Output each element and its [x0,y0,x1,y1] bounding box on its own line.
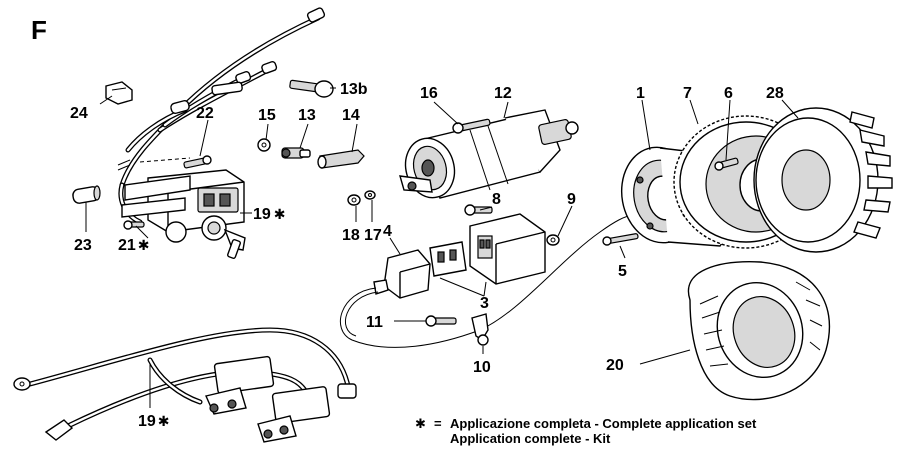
bolt-16 [452,118,491,134]
callout-15: 15 [258,107,276,124]
callout-19-top: 19 [253,206,271,223]
washer-17 [364,190,376,200]
screw-8 [464,204,493,216]
callout-16: 16 [420,85,438,102]
flywheel-28 [753,107,893,253]
connector-4 [373,249,431,299]
washer-9 [546,234,560,246]
callout-20: 20 [606,357,624,374]
callout-14: 14 [342,107,360,124]
callout-22: 22 [196,105,214,122]
callout-28: 28 [766,85,784,102]
svg-text:19✱: 19✱ [253,206,286,223]
callout-3: 3 [480,295,489,312]
screw-13b [289,79,334,98]
callout-1: 1 [636,85,645,102]
kit-marker-21: ✱ [138,237,150,253]
callout-19-bottom: 19 [138,413,156,430]
legend-equals: = [434,416,442,431]
spacer-23 [72,185,101,204]
callout-12: 12 [494,85,512,102]
screw-5 [602,233,639,246]
nut-18 [347,194,361,206]
callout-8: 8 [492,191,501,208]
leader-lines [85,87,799,408]
wiring-harness-top [117,7,326,225]
callout-23: 23 [74,237,92,254]
callout-5: 5 [618,263,627,280]
cable-clip-24 [105,81,133,105]
terminal-13 [281,147,311,159]
legend: ✱ = Applicazione completa - Complete app… [415,416,757,446]
screw-21 [123,220,145,230]
legend-line-1: Applicazione completa - Complete applica… [450,416,757,431]
voltage-regulator-3 [429,213,546,285]
kit-marker-19-top: ✱ [274,206,286,222]
screw-22 [183,155,212,169]
callout-4: 4 [383,223,392,240]
kit-marker-19-bottom: ✱ [158,413,170,429]
callout-13: 13 [298,107,316,124]
legend-line-2: Application complete - Kit [450,431,611,446]
callout-7: 7 [683,85,692,102]
nut-15 [257,138,271,152]
fan-cover-20 [687,261,831,401]
callout-6: 6 [724,85,733,102]
ignition-switch-assembly [121,169,246,259]
callout-11: 11 [366,314,383,331]
screw-11 [425,315,457,327]
legend-marker: ✱ [415,416,426,431]
callout-17: 17 [364,227,382,244]
wiring-harness-19 [13,327,357,443]
screw-6 [714,157,739,171]
callout-13b: 13b [340,81,368,98]
section-letter: F [31,15,47,45]
boot-14 [317,149,365,169]
callout-9: 9 [567,191,576,208]
callout-24: 24 [70,105,88,122]
callout-labels: 24 22 15 13 14 13b 16 12 1 7 6 28 8 9 4 … [70,81,784,430]
clip-10 [471,313,489,346]
callout-18: 18 [342,227,360,244]
starter-motor-12 [399,109,579,199]
callout-10: 10 [473,359,491,376]
callout-21: 21 [118,237,136,254]
svg-text:19✱: 19✱ [138,413,170,430]
svg-text:21✱: 21✱ [118,237,150,254]
